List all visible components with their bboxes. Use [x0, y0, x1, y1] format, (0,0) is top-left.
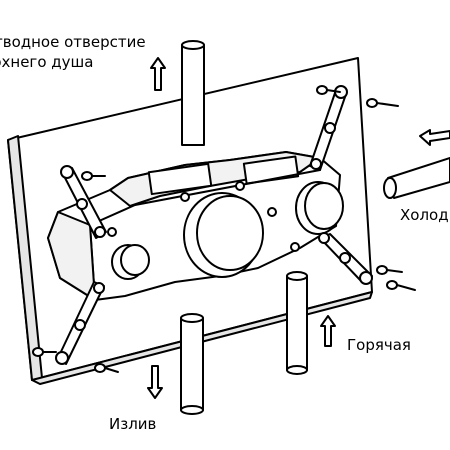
screw-top-right-1 [316, 85, 341, 95]
arrow-up-icon [150, 57, 166, 91]
spout-pipe [180, 313, 204, 415]
screw-bottom-left-2 [94, 363, 119, 373]
screw-top-right-2 [366, 98, 399, 108]
label-spout: Излив [109, 415, 157, 433]
hot-pipe [286, 271, 308, 375]
bracket-bottom-left [55, 281, 105, 365]
right-valve [295, 181, 344, 235]
label-hot: Горячая [347, 336, 411, 354]
screw-icons [32, 85, 416, 373]
label-cold: Холод [400, 206, 449, 224]
bracket-bottom-right [318, 232, 373, 285]
label-shower-outlet-line1: тводное отверстие [0, 33, 146, 51]
arrow-left-icon [419, 129, 450, 146]
shower-outlet-pipe [181, 40, 205, 146]
body-bosses [107, 181, 300, 252]
screw-bottom-left-1 [32, 347, 57, 357]
label-shower-outlet-line2: рхнего душа [0, 53, 94, 71]
screw-top-left [81, 171, 106, 181]
main-cartridge [183, 192, 264, 278]
arrow-up-icon-hot [320, 315, 336, 347]
screw-bottom-right-1 [376, 265, 403, 275]
left-valve [111, 244, 150, 280]
cold-pipe [383, 157, 450, 199]
screw-bottom-right-2 [386, 280, 416, 291]
arrow-down-icon [147, 365, 163, 399]
bracket-top-right [309, 85, 348, 171]
bracket-top-left [60, 165, 107, 239]
